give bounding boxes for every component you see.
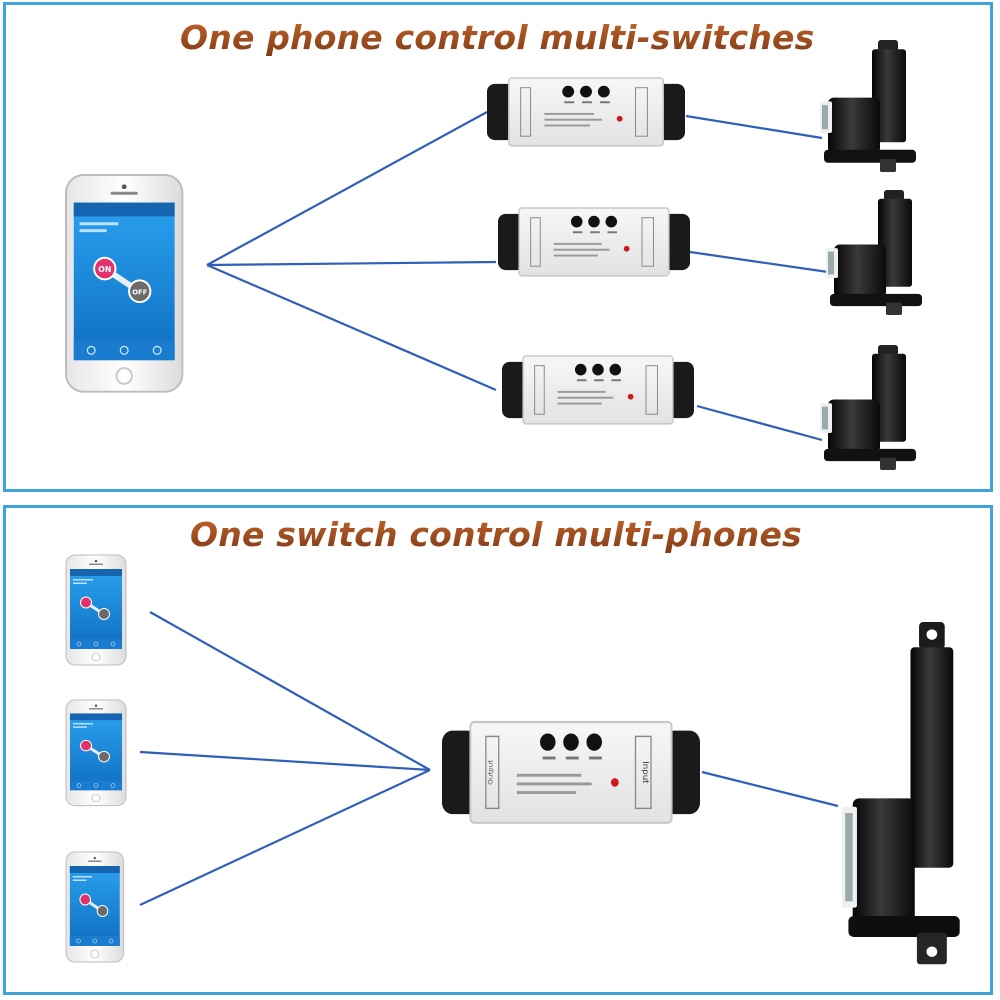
link-relay-2-to-actuator-2	[689, 250, 829, 274]
relay-module-3	[501, 355, 695, 425]
smartphone-3	[64, 850, 126, 964]
link-relay-1-to-actuator-1	[685, 114, 823, 140]
link-phone-to-relay-2	[206, 260, 497, 267]
linear-actuator-1	[820, 40, 916, 173]
link-phone-to-relay-1	[206, 111, 488, 266]
smartphone-2	[64, 698, 128, 808]
linear-actuator-main	[842, 622, 960, 965]
link-phone-1-to-relay	[149, 611, 431, 771]
linear-actuator-2	[826, 190, 922, 315]
relay-module-2	[497, 207, 691, 277]
smartphone-main: ON OFF	[66, 175, 182, 392]
relay-input-label: Input	[641, 761, 650, 784]
section-title-bottom: One switch control multi-phones	[190, 515, 802, 554]
link-phone-3-to-relay	[139, 769, 431, 906]
relay-module-main: Output Input	[440, 720, 702, 824]
relay-module-1	[486, 77, 686, 147]
linear-actuator-3	[820, 345, 916, 470]
connection-lines-top	[206, 111, 829, 442]
app-off-label: OFF	[132, 289, 147, 297]
link-phone-2-to-relay	[139, 750, 431, 772]
connection-lines-bottom	[139, 611, 839, 906]
link-phone-to-relay-3	[206, 263, 497, 392]
link-relay-3-to-actuator-3	[696, 404, 823, 442]
smartphone-1	[64, 553, 128, 667]
app-on-label: ON	[98, 265, 111, 274]
section-title-top: One phone control multi-switches	[180, 18, 815, 57]
link-relay-to-actuator	[701, 770, 839, 808]
relay-output-label: Output	[487, 760, 495, 785]
